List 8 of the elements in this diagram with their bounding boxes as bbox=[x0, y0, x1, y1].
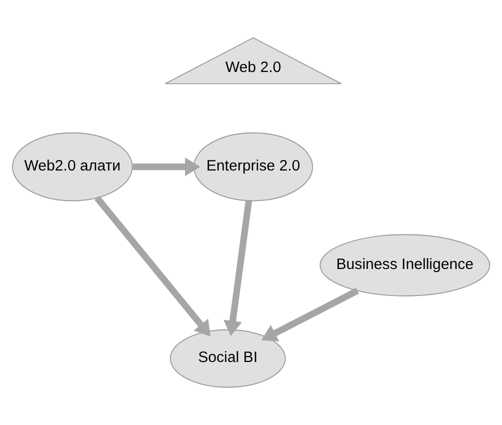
arrow bbox=[261, 288, 359, 342]
node-ellipse: Web2.0 алати bbox=[12, 132, 133, 202]
node-ellipse: Business Inelligence bbox=[320, 234, 490, 296]
arrow bbox=[94, 196, 211, 336]
arrow bbox=[132, 157, 200, 176]
node-ellipse: Enterprise 2.0 bbox=[193, 132, 314, 202]
arrow bbox=[223, 200, 252, 336]
node-ellipse: Social BI bbox=[170, 329, 286, 388]
